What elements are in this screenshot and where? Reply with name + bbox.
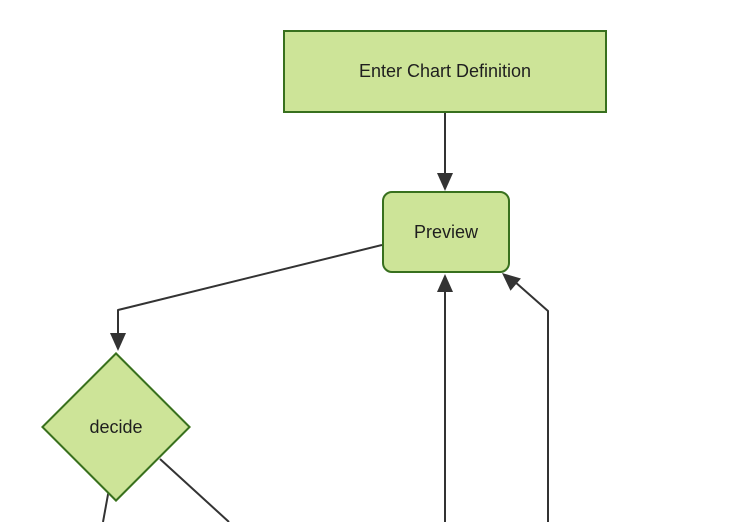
node-preview: Preview: [382, 191, 510, 273]
arrowhead-enter-to-preview: [437, 173, 453, 191]
edge-preview-to-decide: [117, 244, 383, 336]
node-preview-label: Preview: [413, 221, 479, 242]
node-enter-chart-definition: Enter Chart Definition: [283, 30, 607, 113]
arrowhead-bottom-right-to-preview: [502, 273, 521, 291]
arrowhead-preview-to-decide: [110, 333, 126, 351]
edge-decide-to-offscreen-right: [159, 458, 230, 522]
node-enter-chart-definition-label: Enter Chart Definition: [358, 61, 532, 81]
edge-bottom-right-to-preview: [513, 280, 549, 522]
arrowhead-bottom-center-to-preview: [437, 274, 453, 292]
